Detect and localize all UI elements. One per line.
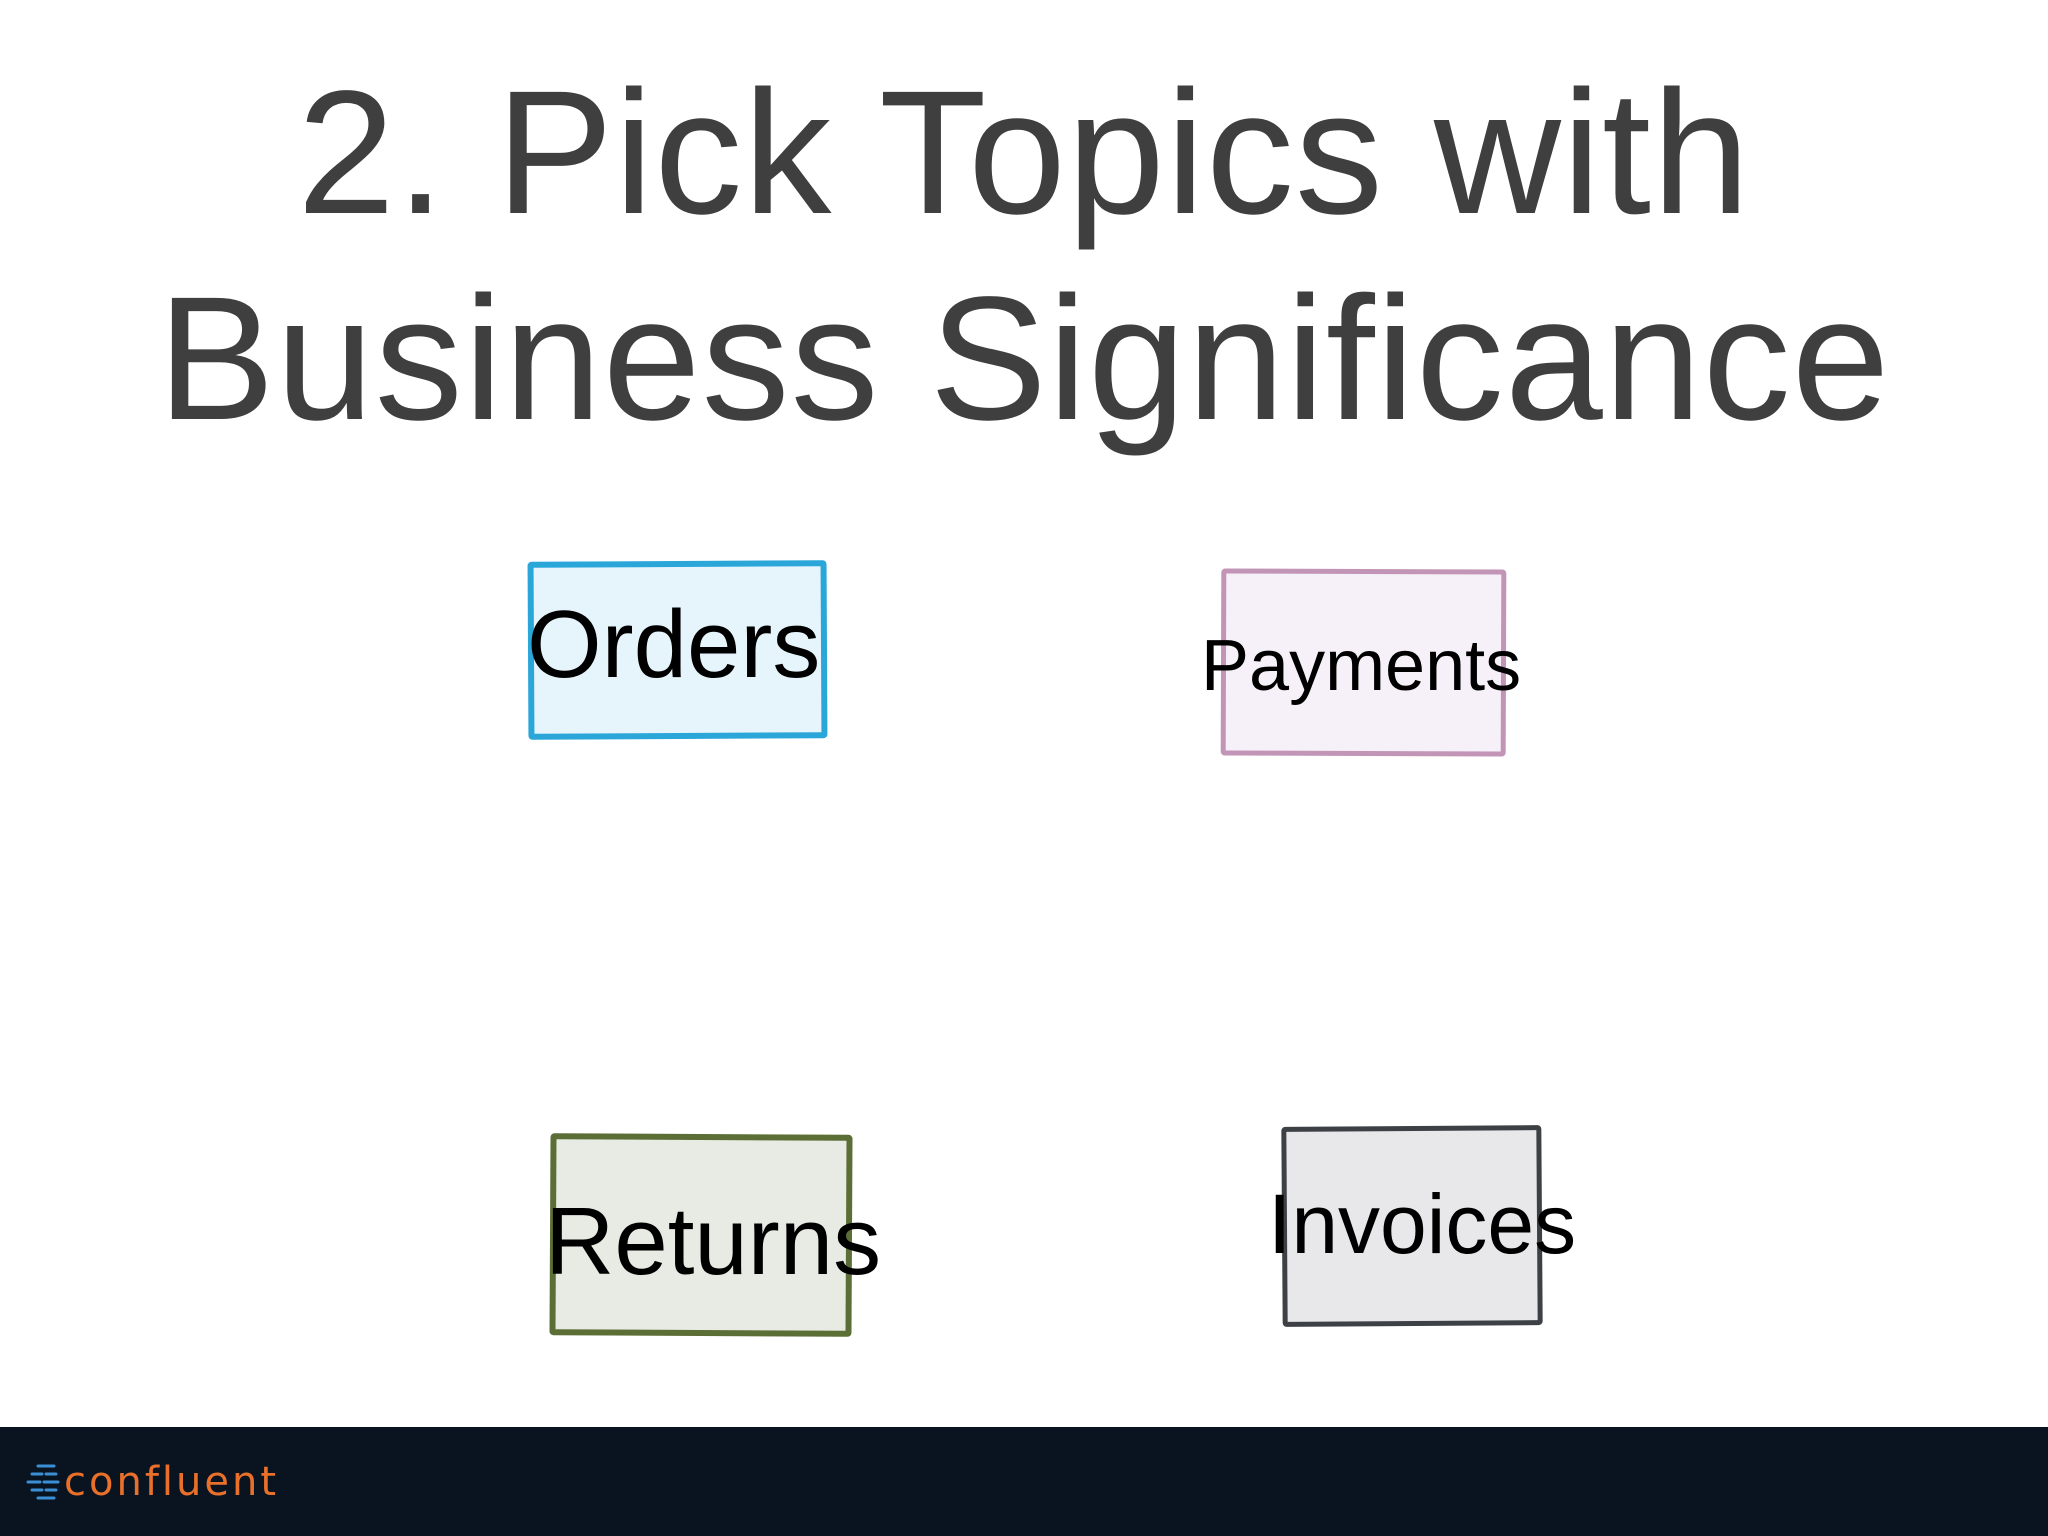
- topic-label-returns: Returns: [545, 1188, 882, 1295]
- confluent-logo: confluent: [26, 1457, 279, 1507]
- slide-title-line-2: Business Significance: [157, 261, 1891, 457]
- confluent-logo-icon: [26, 1464, 60, 1500]
- topic-label-invoices: Invoices: [1268, 1177, 1577, 1271]
- slide-title-line-1: 2. Pick Topics with: [297, 55, 1751, 251]
- confluent-logo-text: confluent: [64, 1459, 280, 1505]
- topic-label-orders: Orders: [527, 591, 821, 698]
- topic-label-payments: Payments: [1201, 626, 1522, 706]
- footer-bar: confluent: [0, 1427, 2048, 1536]
- slide-title: 2. Pick Topics with Business Significanc…: [0, 50, 2048, 462]
